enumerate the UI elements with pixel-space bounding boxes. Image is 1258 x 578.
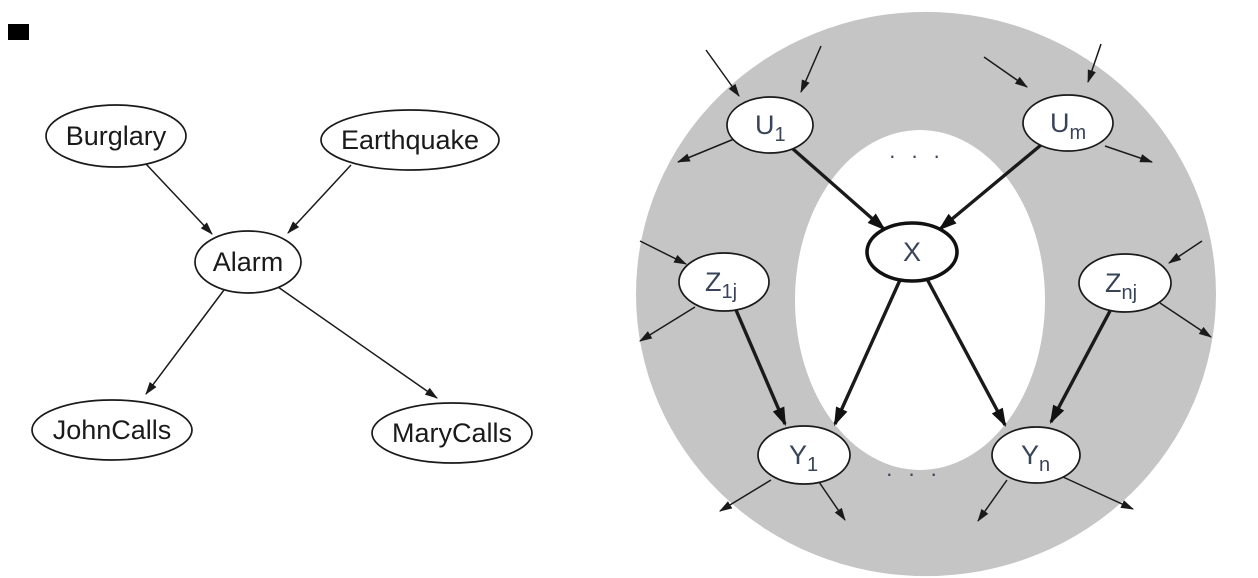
- external-arrow-into-um-right: [1087, 43, 1102, 84]
- edge-alarm-johncalls: [145, 289, 225, 395]
- node-johncalls: JohnCalls: [31, 399, 193, 461]
- node-yn: Yn: [991, 426, 1081, 484]
- node-johncalls-ellipse: [31, 399, 193, 461]
- external-arrow-out-of-u1: [676, 138, 735, 163]
- node-yn-ellipse: [991, 426, 1081, 484]
- node-marycalls-label: MaryCalls: [392, 418, 512, 448]
- node-u1-ellipse: [726, 96, 814, 154]
- node-marycalls: MaryCalls: [371, 402, 533, 464]
- ellipsis-top: . . .: [889, 138, 945, 163]
- external-arrow-out-of-y1-right: [818, 481, 846, 521]
- node-u1: U1: [726, 96, 814, 154]
- node-earthquake-label: Earthquake: [341, 125, 479, 155]
- node-z1j-ellipse: [678, 252, 770, 312]
- node-y1: Y1: [757, 425, 851, 485]
- external-arrow-into-z1j: [639, 240, 687, 265]
- node-x: X: [865, 221, 959, 283]
- node-burglary-label: Burglary: [66, 121, 167, 151]
- node-x-label: X: [903, 237, 921, 267]
- edge-x-yn: [925, 278, 1007, 428]
- node-yn-label: Yn: [1021, 440, 1050, 476]
- external-arrow-into-znj: [1168, 240, 1203, 264]
- node-y1-label: Y1: [789, 440, 818, 476]
- node-x-ellipse: [865, 221, 959, 283]
- node-um: Um: [1022, 94, 1114, 152]
- ellipsis-bottom: . . .: [886, 456, 942, 481]
- edge-alarm-marycalls: [277, 286, 438, 399]
- scan-artifact-mark: [8, 24, 29, 40]
- node-burglary-ellipse: [45, 104, 187, 168]
- external-arrow-into-u1-left: [705, 49, 740, 97]
- node-johncalls-label: JohnCalls: [53, 415, 172, 445]
- external-arrow-out-of-z1j: [639, 306, 696, 342]
- edge-burglary-alarm: [145, 163, 213, 235]
- external-arrow-into-u1-right: [800, 45, 822, 93]
- node-y1-ellipse: [757, 425, 851, 485]
- edge-z1j-y1: [734, 309, 787, 427]
- node-u1-label: U1: [755, 110, 786, 146]
- external-arrow-out-of-znj: [1159, 302, 1212, 338]
- edge-earthquake-alarm: [287, 164, 352, 234]
- edge-x-y1: [833, 279, 902, 427]
- external-arrow-out-of-yn-right: [1062, 476, 1134, 510]
- node-alarm-ellipse: [194, 230, 302, 294]
- node-alarm-label: Alarm: [213, 247, 284, 277]
- external-arrow-into-um-left: [983, 56, 1028, 88]
- edge-u1-x: [791, 147, 886, 231]
- node-marycalls-ellipse: [371, 402, 533, 464]
- markov-blanket-diagram: U1 Um Z1j Znj X Y1: [635, 11, 1216, 577]
- edge-znj-yn: [1049, 310, 1112, 425]
- node-burglary: Burglary: [45, 104, 187, 168]
- bayesian-network-diagram: Burglary Earthquake Alarm JohnCalls Mary…: [31, 104, 533, 464]
- node-um-label: Um: [1050, 108, 1086, 144]
- node-earthquake-ellipse: [320, 109, 500, 171]
- node-z1j: Z1j: [678, 252, 770, 312]
- node-z1j-label: Z1j: [705, 267, 737, 303]
- external-arrow-out-of-y1-left: [719, 479, 772, 512]
- node-alarm: Alarm: [194, 230, 302, 294]
- node-earthquake: Earthquake: [320, 109, 500, 171]
- node-um-ellipse: [1022, 94, 1114, 152]
- node-znj-ellipse: [1078, 253, 1172, 313]
- edge-um-x: [938, 143, 1043, 231]
- external-arrow-out-of-um: [1104, 145, 1154, 163]
- node-znj: Znj: [1078, 253, 1172, 313]
- node-znj-label: Znj: [1105, 268, 1137, 304]
- external-arrow-out-of-yn-left: [977, 479, 1008, 522]
